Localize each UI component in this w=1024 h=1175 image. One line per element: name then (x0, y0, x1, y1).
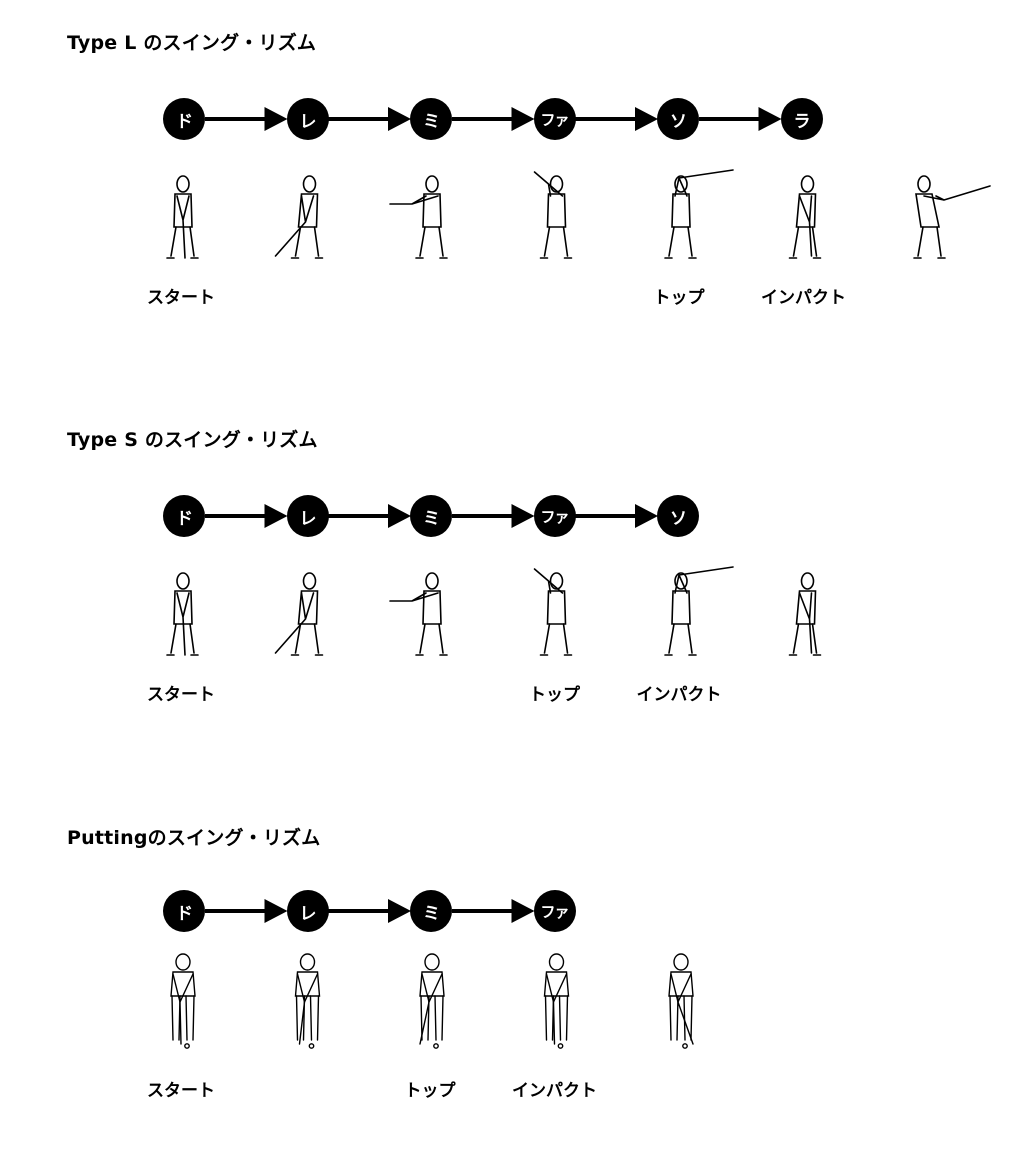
section-type-s: Type S のスイング・リズム ド レ ミ ファ ソ スタート トップ インパクト (0, 397, 1024, 777)
note-node: ド (163, 495, 205, 537)
phase-label: スタート (147, 685, 215, 705)
golfer-figures (170, 953, 694, 1049)
note-node: ド (163, 98, 205, 140)
note-node: ミ (410, 98, 452, 140)
golfer-figure (166, 572, 199, 656)
golfer-figure (788, 572, 822, 656)
golfer-figure (274, 572, 324, 656)
section-putting: Puttingのスイング・リズム ド レ ミ ファ スタート トップ インパクト (0, 795, 1024, 1175)
phase-label: インパクト (761, 288, 846, 308)
note-node: ミ (410, 890, 452, 932)
flow-arrow (575, 107, 658, 131)
golfer-figure (274, 175, 324, 259)
note-node: ファ (533, 890, 576, 932)
phase-label: スタート (147, 288, 215, 308)
flow-arrow (575, 504, 658, 528)
phase-label: インパクト (636, 685, 722, 705)
golfer-figure (389, 175, 448, 259)
golfer-figure (389, 572, 448, 656)
note-node: ラ (780, 98, 823, 140)
note-node: レ (286, 98, 329, 140)
note-node: ファ (533, 98, 576, 140)
note-node: ファ (533, 495, 576, 537)
section-title: Type L のスイング・リズム (67, 32, 317, 54)
note-node: ミ (410, 495, 452, 537)
rhythm-arrows (205, 107, 782, 131)
rhythm-arrows (205, 504, 658, 528)
section-title: Type S のスイング・リズム (67, 429, 318, 451)
flow-arrow (452, 504, 535, 528)
golfer-figure (533, 171, 573, 259)
flow-arrow (328, 504, 411, 528)
note-node: レ (286, 890, 329, 932)
note-node: ソ (657, 495, 699, 537)
golfer-figure (668, 953, 694, 1049)
golfer-figure (913, 175, 991, 259)
flow-arrow (205, 504, 288, 528)
note-node: ソ (657, 98, 699, 140)
flow-arrow (328, 107, 411, 131)
phase-label: トップ (653, 288, 705, 308)
golfer-figure (166, 175, 199, 259)
golfer-figure (664, 566, 734, 656)
golfer-figure (419, 953, 445, 1049)
golfer-figure (533, 568, 573, 656)
flow-arrow (452, 107, 535, 131)
flow-arrow (205, 107, 288, 131)
flow-arrow (328, 899, 411, 923)
note-node: レ (286, 495, 329, 537)
flow-arrow (699, 107, 782, 131)
golfer-figures (166, 566, 822, 656)
golfer-figure (664, 169, 734, 259)
golfer-figures (166, 169, 991, 259)
flow-arrow (205, 899, 288, 923)
golfer-figure (170, 953, 196, 1049)
phase-label: トップ (404, 1081, 456, 1101)
golfer-figure (294, 953, 321, 1049)
golfer-figure (543, 953, 570, 1049)
phase-label: インパクト (512, 1081, 597, 1101)
flow-arrow (452, 899, 535, 923)
golfer-figure (788, 175, 822, 259)
phase-label: スタート (147, 1081, 215, 1101)
section-title: Puttingのスイング・リズム (67, 827, 321, 849)
rhythm-arrows (205, 899, 535, 923)
note-node: ド (163, 890, 205, 932)
phase-label: トップ (529, 685, 580, 705)
section-type-l: Type L のスイング・リズム ド レ ミ ファ ソ ラ スタート トップ インパクト (0, 0, 1024, 380)
